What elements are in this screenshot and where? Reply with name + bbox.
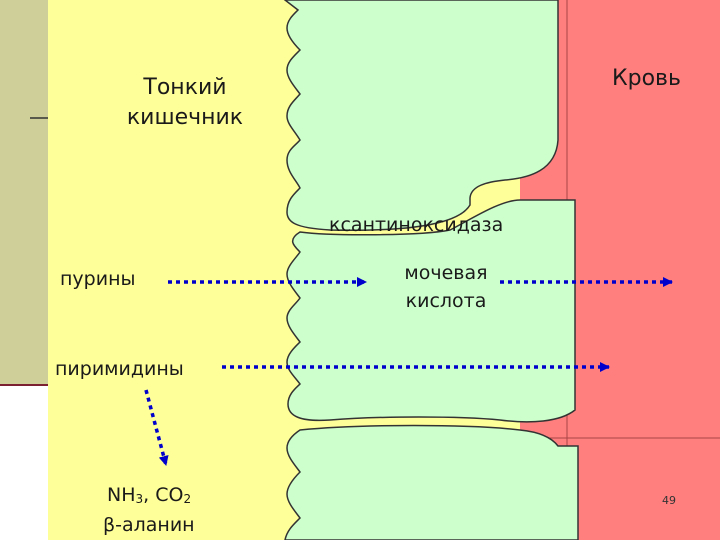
purines-label: пурины	[60, 268, 136, 290]
co2-text: , CO	[143, 484, 184, 506]
uric-acid-label: мочевая кислота	[404, 262, 488, 312]
pyrimidine-degradation-arrow	[144, 389, 169, 466]
nh3-text: NH	[107, 484, 136, 506]
epithelial-cell-bottom	[284, 424, 579, 540]
epithelial-cell-top	[283, 0, 559, 232]
page-number: 49	[662, 494, 676, 507]
enzyme-label: ксантиноксидаза	[329, 214, 504, 236]
pyrimidines-label: пиримидины	[55, 358, 184, 380]
small-intestine-label: Тонкий кишечник	[126, 75, 244, 130]
beta-alanine-label: β-аланин	[103, 514, 195, 536]
co2-subscript: 2	[183, 492, 192, 506]
products-formula-label: NH3, CO2	[107, 484, 191, 506]
blood-label: Кровь	[612, 66, 681, 91]
left-margin-strip	[0, 0, 48, 385]
nh3-subscript: 3	[135, 492, 144, 506]
